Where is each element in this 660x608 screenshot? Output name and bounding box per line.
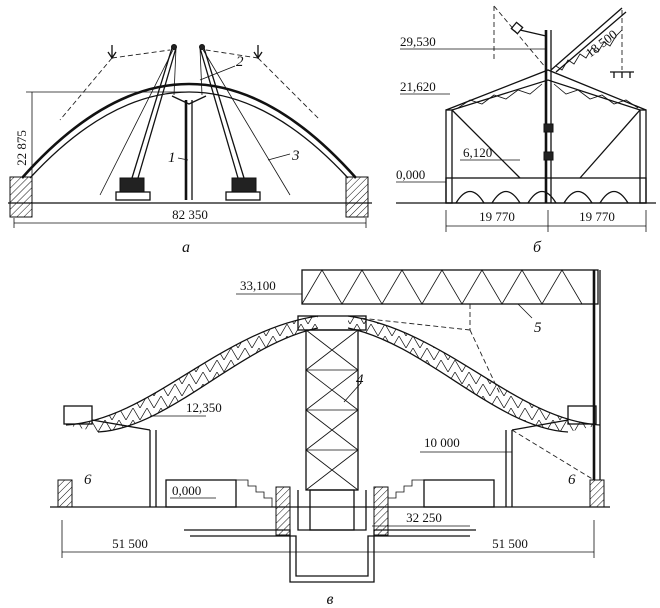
panel-c: 33,100 12,350 0,000 10 000 51 500 51 500… [50,269,610,608]
elev-top-b: 29,530 [400,34,436,49]
dim-span-a: 82 350 [172,207,208,222]
caption-b: б [533,239,542,256]
foundation-c [184,529,476,583]
dim-left-b: 19 770 [479,209,515,224]
elev-ground-b: 0,000 [396,167,425,182]
callout-3: 3 [291,148,300,164]
right-crane-a [199,47,291,201]
elev-mid-b: 21,620 [400,79,436,94]
arch-inner-a [29,91,349,179]
caption-a: а [182,239,190,256]
dim-right-c: 51 500 [492,536,528,551]
callout-4: 4 [356,372,364,388]
dim-right-b: 19 770 [579,209,615,224]
arch-outer-a [21,82,357,179]
callout-1: 1 [168,150,176,166]
dim-boom-b: 18 500 [583,27,620,61]
dim-height-c: 10 000 [424,435,460,450]
elev-top-c: 33,100 [240,278,276,293]
crane-boom-b [550,7,623,71]
roof-b [445,69,647,111]
dim-left-c: 51 500 [112,536,148,551]
hook-right-a [253,45,263,60]
right-support-a [345,176,369,218]
caption-c: в [327,591,334,608]
crane-girder-c [301,269,599,305]
hook-left-a [107,45,117,60]
callout-6-right: 6 [568,472,576,488]
elev-inner-b: 6,120 [463,145,492,160]
callout-2: 2 [236,54,244,70]
panel-b: 29,530 21,620 6,120 0,000 18 500 19 770 … [396,5,656,256]
callout-6-left: 6 [84,472,92,488]
dim-center-c: 32 250 [406,510,442,525]
elev-ground-c: 0,000 [172,483,201,498]
left-support-a [9,176,33,218]
callout-5: 5 [534,320,542,336]
dim-height-a: 22 875 [14,130,29,166]
left-crane-a [99,47,177,201]
panel-a: 22 875 82 350 1 2 3 а [8,44,372,256]
elev-ring-c: 12,350 [186,400,222,415]
